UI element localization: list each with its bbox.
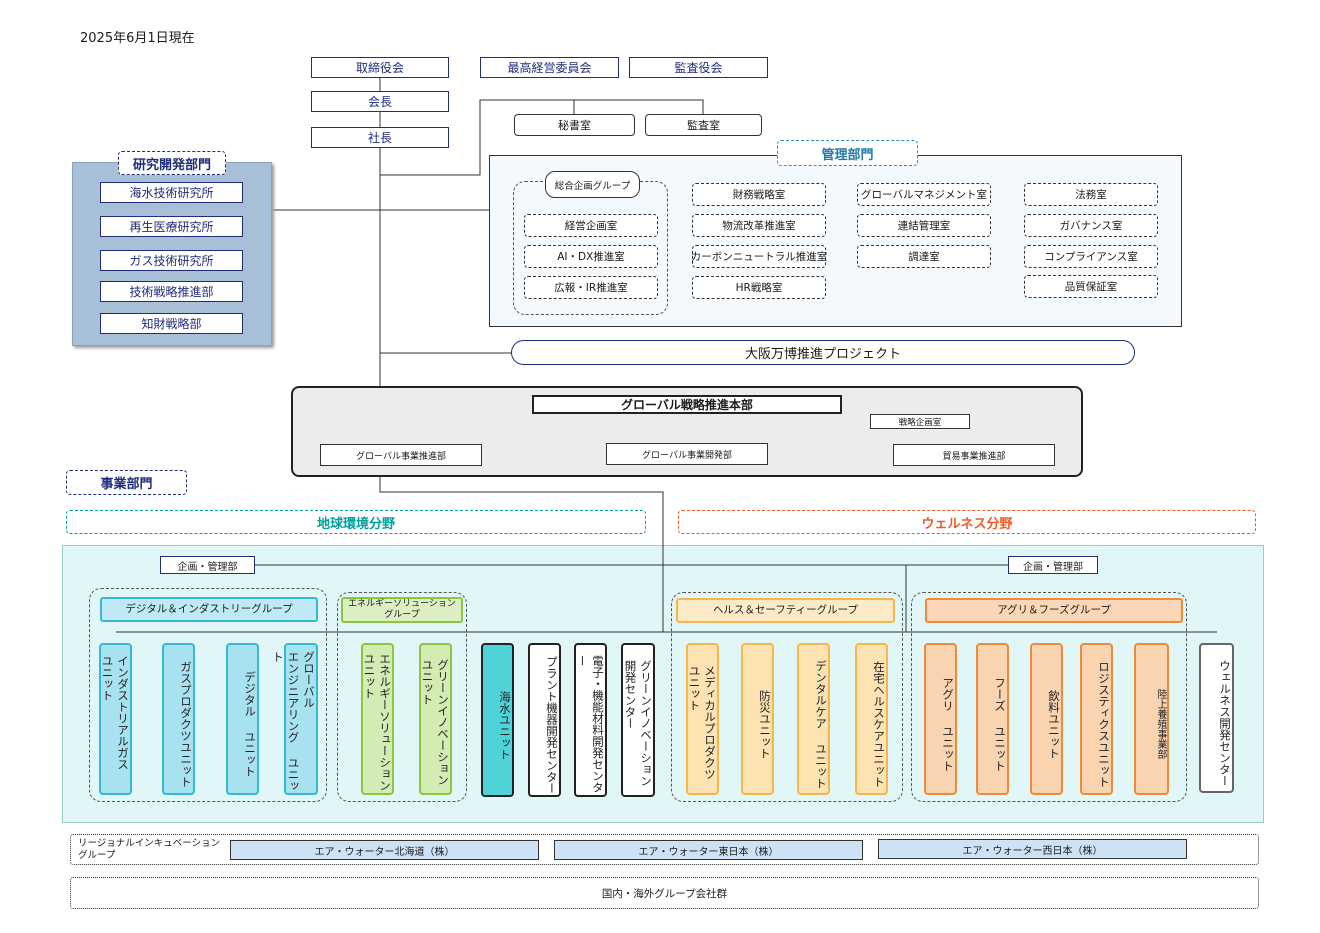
business-unit: フーズ ユニット xyxy=(976,643,1009,795)
digital-group-frame xyxy=(89,588,327,802)
admin-office: 品質保証室 xyxy=(1024,275,1158,298)
rnd-item: 知財戦略部 xyxy=(100,313,243,334)
dev-center: プラント機器開発センター xyxy=(528,643,561,797)
board-box: 取締役会 xyxy=(311,57,449,78)
business-unit: エネルギーソリューション ユニット xyxy=(361,643,394,795)
admin-office: 調達室 xyxy=(857,245,991,268)
admin-office: 広報・IR推進室 xyxy=(524,276,658,299)
planning-mgmt-left: 企画・管理部 xyxy=(160,556,255,574)
admin-office: 財務戦略室 xyxy=(692,183,826,206)
regional-company: エア・ウォーター東日本（株） xyxy=(554,840,863,860)
chairman-box: 会長 xyxy=(311,91,449,112)
trade-promotion: 貿易事業推進部 xyxy=(893,444,1055,466)
rnd-item: 技術戦略推進部 xyxy=(100,281,243,302)
secretary-box: 秘書室 xyxy=(514,114,635,136)
dev-center: グリーンイノベーション 開発センター xyxy=(621,643,655,797)
business-unit: グリーンイノベーション ユニット xyxy=(419,643,452,795)
regional-company: エア・ウォーター北海道（株） xyxy=(230,840,539,860)
admin-office: 連結管理室 xyxy=(857,214,991,237)
planning-group-title: 総合企画グループ xyxy=(545,171,640,198)
rnd-item: 海水技術研究所 xyxy=(100,182,243,203)
wellness-field-label: ウェルネス分野 xyxy=(678,510,1256,534)
agri-group-frame xyxy=(911,592,1187,802)
admin-office: 法務室 xyxy=(1024,183,1158,206)
agri-group-label: アグリ＆フーズグループ xyxy=(925,598,1183,623)
business-unit: 飲料ユニット xyxy=(1030,643,1063,795)
group-companies: 国内・海外グループ会社群 xyxy=(70,877,1259,909)
business-division-title: 事業部門 xyxy=(66,470,187,495)
wellness-dev-center: ウェルネス開発センター xyxy=(1199,643,1234,793)
admin-office: コンプライアンス室 xyxy=(1024,245,1158,268)
rnd-title: 研究開発部門 xyxy=(118,151,226,175)
dev-center: 電子・機能材料開発センター xyxy=(574,643,607,797)
admin-office: 物流改革推進室 xyxy=(692,214,826,237)
regional-company: エア・ウォーター西日本（株） xyxy=(878,839,1187,859)
energy-group-label: エネルギーソリューション グループ xyxy=(341,597,463,623)
business-unit: デジタル ユニット xyxy=(226,643,259,795)
business-unit: デンタルケア ユニット xyxy=(797,643,830,795)
business-unit: 陸上養殖事業部 xyxy=(1134,643,1169,795)
admin-office: 経営企画室 xyxy=(524,214,658,237)
business-unit: インダストリアルガス ユニット xyxy=(99,643,132,795)
admin-title: 管理部門 xyxy=(777,140,918,166)
business-unit: アグリ ユニット xyxy=(924,643,957,795)
admin-office: カーボンニュートラル推進室 xyxy=(691,245,827,268)
audit-office-box: 監査室 xyxy=(645,114,762,136)
admin-office: ガバナンス室 xyxy=(1024,214,1158,237)
expo-project: 大阪万博推進プロジェクト xyxy=(511,340,1135,365)
regional-frame xyxy=(70,834,1259,865)
planning-mgmt-right: 企画・管理部 xyxy=(1008,556,1098,574)
auditors-box: 監査役会 xyxy=(629,57,768,78)
energy-group-frame xyxy=(337,592,467,802)
admin-office: HR戦略室 xyxy=(692,276,826,299)
earth-field-label: 地球環境分野 xyxy=(66,510,646,534)
business-unit: メディカルプロダクツ ユニット xyxy=(686,643,719,795)
digital-group-label: デジタル＆インダストリーグループ xyxy=(100,597,318,622)
rnd-item: ガス技術研究所 xyxy=(100,250,243,271)
admin-office: グローバルマネジメント室 xyxy=(857,183,991,206)
health-group-frame xyxy=(671,592,903,802)
seawater-unit: 海水ユニット xyxy=(481,643,514,797)
business-unit: ガスプロダクツユニット xyxy=(162,643,195,795)
business-unit: 在宅ヘルスケアユニット xyxy=(855,643,888,795)
as-of-date: 2025年6月1日現在 xyxy=(80,31,195,46)
global-strategy-title: グローバル戦略推進本部 xyxy=(532,395,842,414)
global-biz-development: グローバル事業開発部 xyxy=(606,443,768,465)
rnd-item: 再生医療研究所 xyxy=(100,216,243,237)
exec-committee-box: 最高経営委員会 xyxy=(480,57,619,78)
president-box: 社長 xyxy=(311,127,449,148)
business-unit: 防災ユニット xyxy=(741,643,774,795)
business-unit: グローバル エンジニアリング ユニット xyxy=(271,643,318,795)
admin-office: AI・DX推進室 xyxy=(524,245,658,268)
regional-label: リージョナルインキュベーション グループ xyxy=(78,838,221,861)
strategy-planning-office: 戦略企画室 xyxy=(870,414,970,429)
business-unit: ロジスティクスユニット xyxy=(1080,643,1113,795)
health-group-label: ヘルス＆セーフティーグループ xyxy=(676,598,895,623)
global-biz-promotion: グローバル事業推進部 xyxy=(320,444,482,466)
